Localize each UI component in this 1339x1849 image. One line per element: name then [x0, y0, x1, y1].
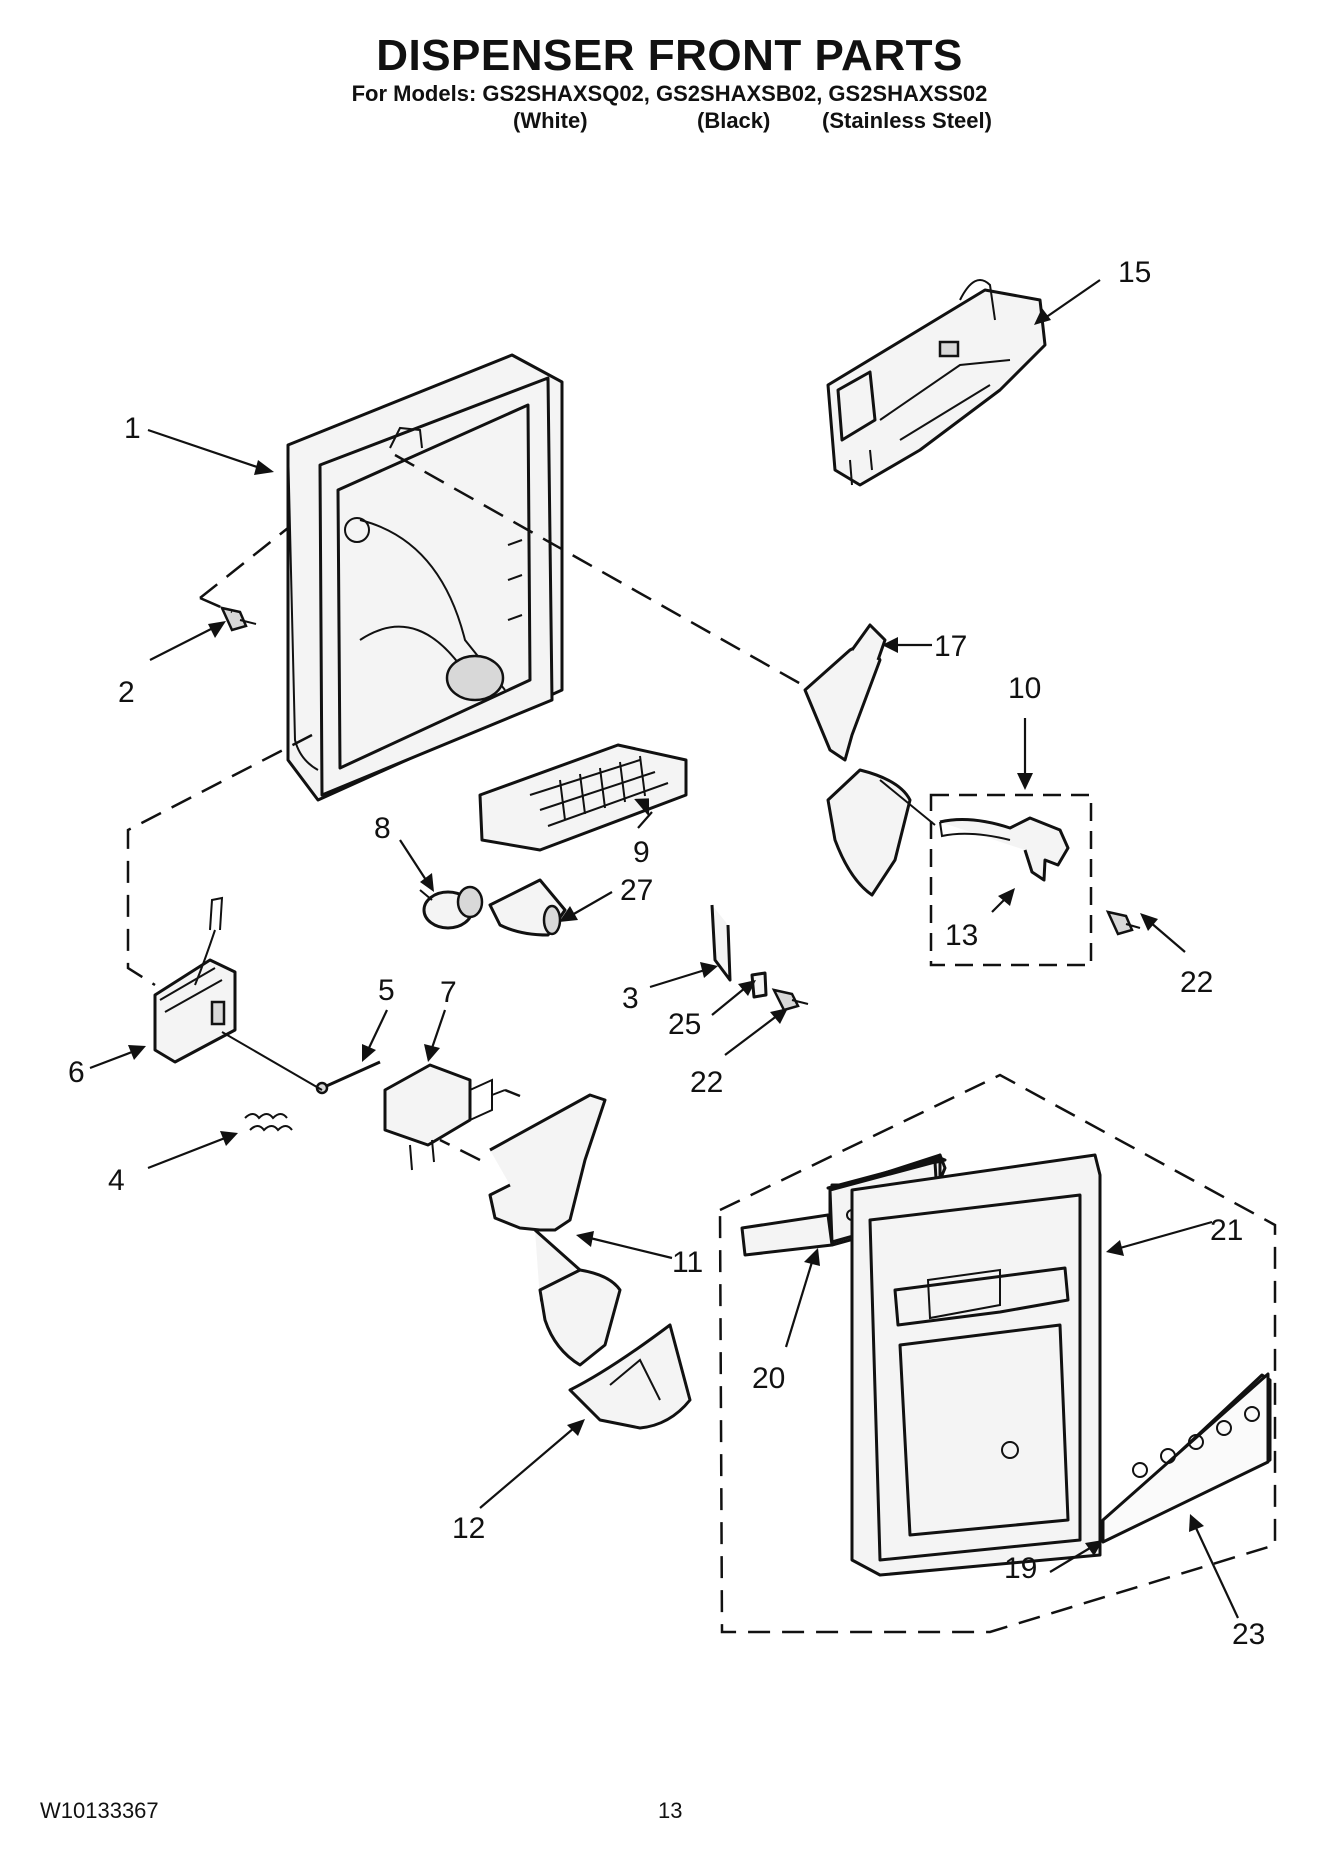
callout-22a: 22 — [1180, 966, 1213, 999]
leader-arrows — [89, 279, 1239, 1619]
part-8-magnet — [419, 885, 484, 930]
callout-21: 21 — [1210, 1214, 1243, 1247]
document-number: W10133367 — [40, 1798, 159, 1823]
callout-4: 4 — [108, 1164, 125, 1197]
variant-white: (White) — [513, 108, 588, 133]
variant-black: (Black) — [697, 108, 771, 133]
part-9-chute — [478, 743, 688, 852]
page-header: DISPENSER FRONT PARTS For Models: GS2SHA… — [0, 30, 1339, 138]
part-19-panel — [1101, 1372, 1272, 1544]
callout-1: 1 — [124, 412, 141, 445]
part-15-control-box — [826, 279, 1047, 487]
page-title: DISPENSER FRONT PARTS — [376, 31, 963, 80]
callout-15: 15 — [1118, 256, 1151, 289]
callout-5: 5 — [378, 974, 395, 1007]
callout-labels: 1 2 3 4 5 6 7 8 9 10 11 12 13 15 17 19 2… — [68, 256, 1265, 1651]
part-11-lever-arm — [488, 1093, 622, 1367]
part-21-bezel — [850, 1153, 1102, 1577]
callout-19: 19 — [1004, 1552, 1037, 1585]
callout-22b: 22 — [690, 1066, 723, 1099]
callout-10: 10 — [1008, 672, 1041, 705]
part-12-funnel — [568, 1323, 692, 1430]
callout-9: 9 — [633, 836, 650, 869]
part-6-module — [153, 896, 237, 1064]
models-line: For Models: GS2SHAXSQ02, GS2SHAXSB02, GS… — [351, 81, 988, 106]
callout-27: 27 — [620, 874, 653, 907]
callout-7: 7 — [440, 976, 457, 1009]
callout-6: 6 — [68, 1056, 85, 1089]
callout-2: 2 — [118, 676, 135, 709]
part-1-housing — [286, 353, 564, 802]
callout-17: 17 — [934, 630, 967, 663]
callout-3: 3 — [622, 982, 639, 1015]
part-3-switch — [710, 904, 809, 1012]
callout-23: 23 — [1232, 1618, 1265, 1651]
callout-25: 25 — [668, 1008, 701, 1041]
part-10-switch-assembly — [939, 816, 1070, 882]
dashed-reference-lines — [126, 453, 1277, 1634]
callout-11: 11 — [672, 1246, 703, 1279]
variant-stainless: (Stainless Steel) — [822, 108, 992, 133]
callout-13: 13 — [945, 919, 978, 952]
part-2-screw — [219, 606, 257, 632]
callout-20: 20 — [752, 1362, 785, 1395]
part-17-lever — [803, 623, 912, 897]
color-variants: (White) (Black) (Stainless Steel) — [0, 108, 1339, 138]
callout-8: 8 — [374, 812, 391, 845]
part-7-bracket — [383, 1063, 506, 1171]
page-number: 13 — [658, 1798, 683, 1823]
part-22-screw — [1105, 910, 1141, 936]
part-5-pin — [315, 1060, 381, 1095]
part-4-spring — [244, 1113, 293, 1132]
callout-12: 12 — [452, 1512, 485, 1545]
part-27-cover — [488, 878, 567, 937]
